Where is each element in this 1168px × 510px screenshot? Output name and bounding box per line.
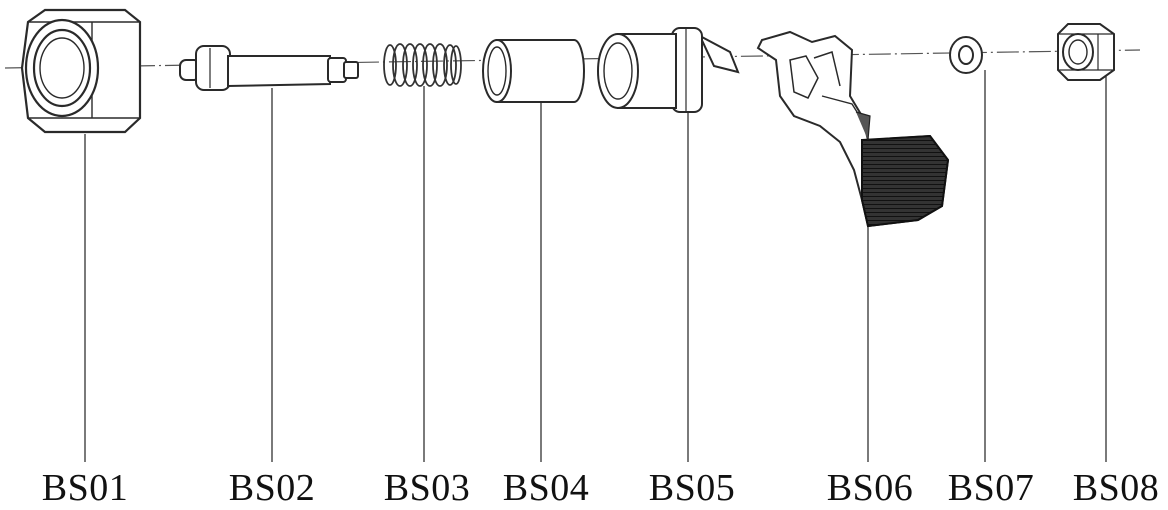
part-label-bs02: BS02 [228, 467, 316, 509]
part-label-bs05: BS05 [648, 467, 736, 509]
part-label-bs07: BS07 [947, 467, 1035, 509]
part-label-bs01: BS01 [41, 467, 129, 509]
hex-nut-small-icon [1057, 23, 1115, 81]
leader-lines [84, 60, 1107, 462]
flat-washer-icon [949, 36, 983, 74]
flanged-cam-body-icon [597, 27, 740, 113]
part-label-bs04: BS04 [502, 467, 590, 509]
hex-nut-large-icon [20, 8, 142, 134]
sleeve-bushing-icon [482, 39, 585, 103]
part-label-bs03: BS03 [383, 467, 471, 509]
stepped-pin-icon [179, 45, 359, 91]
part-label-bs06: BS06 [826, 467, 914, 509]
coil-spring-icon [383, 43, 462, 87]
part-label-bs08: BS08 [1072, 467, 1160, 509]
quick-release-lever-icon [756, 30, 950, 228]
